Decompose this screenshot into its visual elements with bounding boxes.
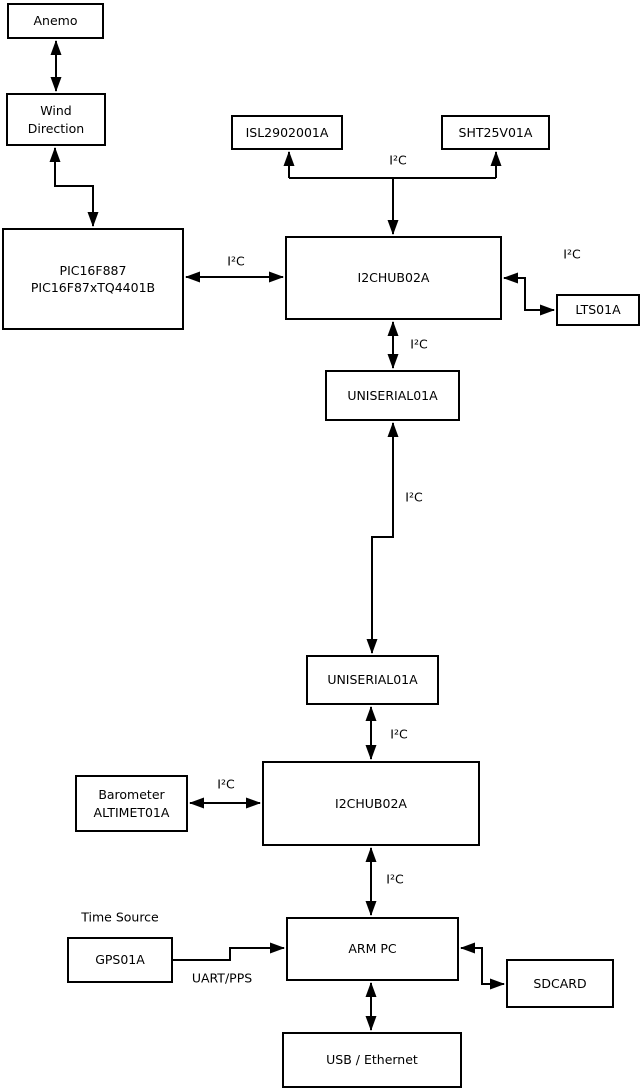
edge-label-i2c-uniserial2-hub2: I²C (390, 726, 408, 742)
node-label: Barometer (98, 787, 165, 802)
node-label: I2CHUB02A (357, 270, 430, 286)
node-label: Wind (40, 103, 72, 118)
edge-i2chub1-lts01a (503, 272, 555, 316)
node-isl2902001a: ISL2902001A (231, 115, 343, 150)
edge-label-i2c-sensor-tree: I²C (389, 152, 407, 168)
node-label: ARM PC (348, 941, 397, 957)
node-label: ISL2902001A (245, 124, 329, 140)
node-uniserial01a-2: UNISERIAL01A (306, 655, 439, 705)
node-label: ALTIMET01A (93, 804, 170, 820)
node-label: LTS01A (575, 302, 621, 318)
node-sht25v01a: SHT25V01A (441, 115, 550, 150)
node-anemo: Anemo (7, 3, 104, 39)
node-label: GPS01A (95, 952, 145, 968)
node-gps01a: GPS01A (67, 937, 173, 983)
edge-label-i2c-hub1-uniserial1: I²C (410, 336, 428, 352)
node-label: PIC16F87xTQ4401B (30, 280, 156, 295)
node-lts01a: LTS01A (556, 294, 640, 326)
node-label: I2CHUB02A (335, 795, 407, 811)
node-label: Direction (27, 120, 85, 136)
edge-winddirection-pic (49, 147, 99, 227)
node-label: Anemo (33, 13, 78, 29)
edge-gps-armpc (173, 942, 285, 961)
edge-label-i2c-hub2-armpc: I²C (386, 871, 404, 887)
edge-label-i2c-hub1-lts: I²C (563, 246, 581, 262)
node-label: SHT25V01A (458, 124, 533, 140)
node-sdcard: SDCARD (506, 959, 614, 1008)
node-label: PIC16F887 (59, 262, 127, 278)
edge-label-i2c-pic-hub1: I²C (227, 253, 245, 269)
edge-label-i2c-uniserial-link: I²C (405, 489, 423, 505)
node-arm-pc: ARM PC (286, 917, 459, 981)
edge-label-i2c-barometer-hub2: I²C (217, 776, 235, 792)
edge-uniserial1-uniserial2 (366, 422, 399, 654)
node-label: SDCARD (533, 975, 587, 991)
node-label: UNISERIAL01A (347, 387, 438, 403)
node-uniserial01a-1: UNISERIAL01A (325, 370, 460, 421)
node-label: UNISERIAL01A (327, 672, 418, 688)
node-i2chub02a-1: I2CHUB02A (285, 236, 502, 320)
node-label: USB / Ethernet (326, 1052, 418, 1068)
edge-label-uart-pps: UART/PPS (191, 970, 253, 986)
edge-armpc-sdcard (460, 942, 505, 990)
node-i2chub02a-2: I2CHUB02A (262, 761, 480, 846)
edge-label-time-source: Time Source (81, 909, 159, 925)
node-usb-ethernet: USB / Ethernet (282, 1032, 462, 1088)
